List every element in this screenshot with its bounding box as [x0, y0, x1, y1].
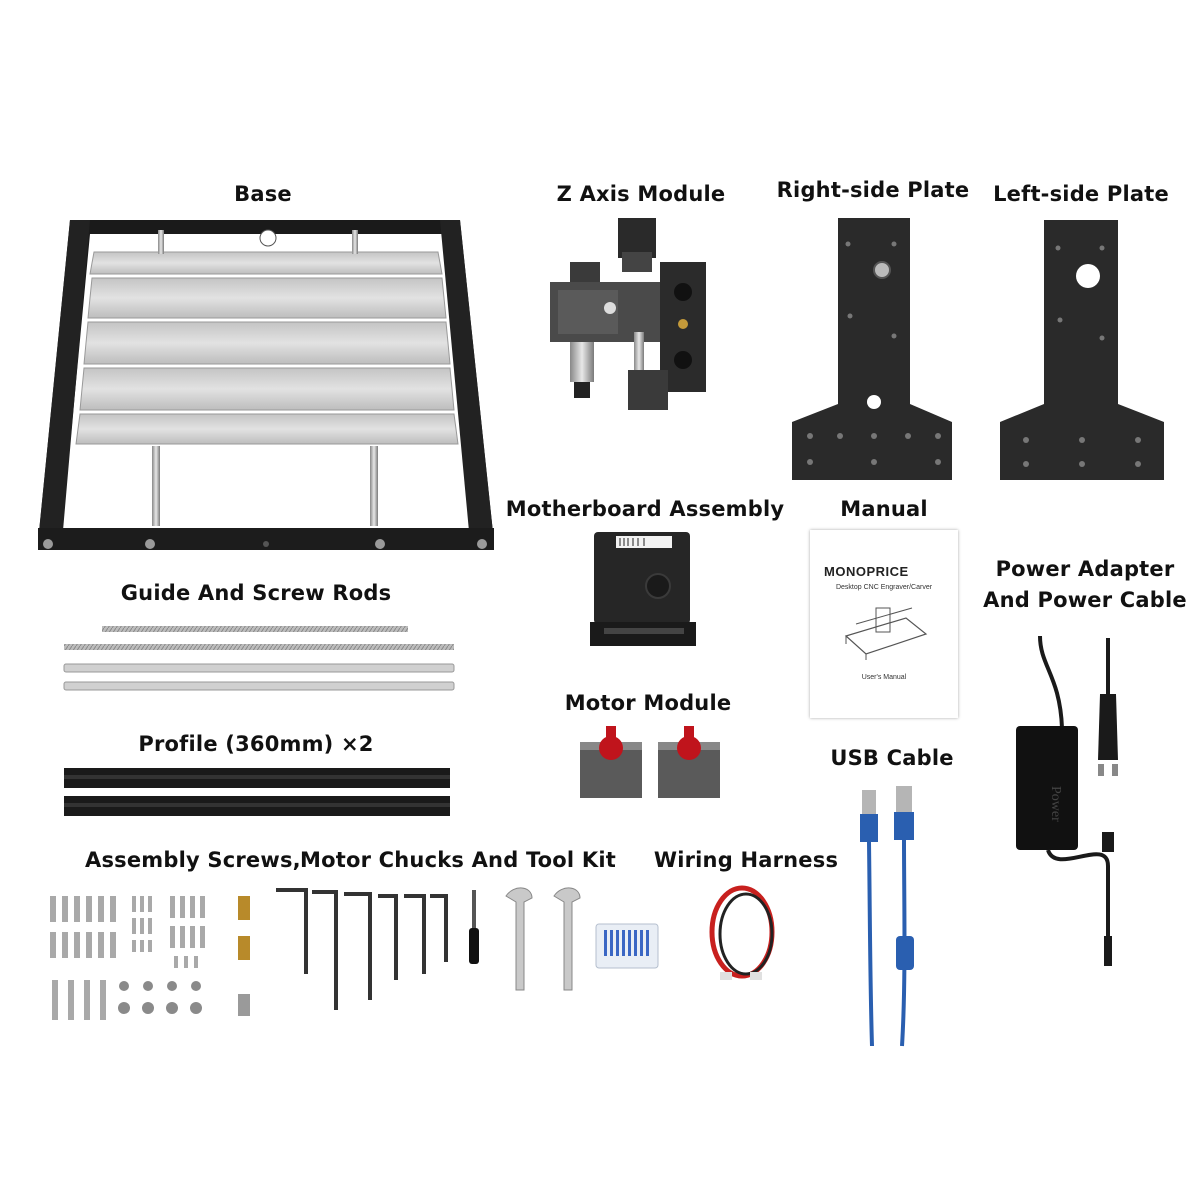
assembly-screws-image	[44, 890, 274, 1026]
adapter-power-text: Power	[1048, 786, 1063, 822]
label-right-side-plate: Right-side Plate	[776, 178, 970, 202]
label-power-adapter-line2: And Power Cable	[983, 588, 1187, 612]
manual-subtitle: Desktop CNC Engraver/Carver	[835, 584, 933, 591]
usb-cable-image	[852, 780, 932, 1050]
label-left-side-plate: Left-side Plate	[993, 182, 1169, 206]
label-assembly-screws: Assembly Screws,	[85, 848, 301, 872]
profiles-image	[60, 766, 454, 822]
left-side-plate-image	[998, 218, 1168, 482]
z-axis-module-image	[540, 212, 720, 412]
tool-kit-image	[270, 884, 590, 1014]
label-power-adapter-line1: Power Adapter	[995, 557, 1175, 581]
motherboard-assembly-image	[588, 528, 700, 650]
wiring-harness-image	[700, 880, 790, 990]
label-motor-chucks-tool-kit: Motor Chucks And Tool Kit	[300, 848, 616, 872]
manual-image: MONOPRICE Desktop CNC Engraver/Carver Us…	[810, 530, 958, 718]
manual-brand: MONOPRICE	[824, 564, 909, 579]
motor-chucks-image	[594, 922, 660, 970]
right-side-plate-image	[790, 216, 958, 482]
label-guide-screw-rods: Guide And Screw Rods	[120, 581, 392, 605]
label-motherboard-assembly: Motherboard Assembly	[505, 497, 785, 521]
base-frame-image	[30, 212, 500, 562]
manual-footer: User's Manual	[861, 674, 907, 681]
motor-module-image	[576, 722, 726, 802]
label-z-axis-module: Z Axis Module	[556, 182, 726, 206]
label-profile: Profile (360mm) ×2	[138, 732, 374, 756]
label-base: Base	[234, 182, 292, 206]
label-manual: Manual	[840, 497, 928, 521]
label-wiring-harness: Wiring Harness	[653, 848, 839, 872]
label-usb-cable: USB Cable	[830, 746, 954, 770]
manual-cnc-illustration	[844, 607, 928, 660]
power-adapter-image: Power	[1000, 636, 1150, 976]
guide-screw-rods-image	[60, 622, 460, 698]
label-motor-module: Motor Module	[564, 691, 732, 715]
